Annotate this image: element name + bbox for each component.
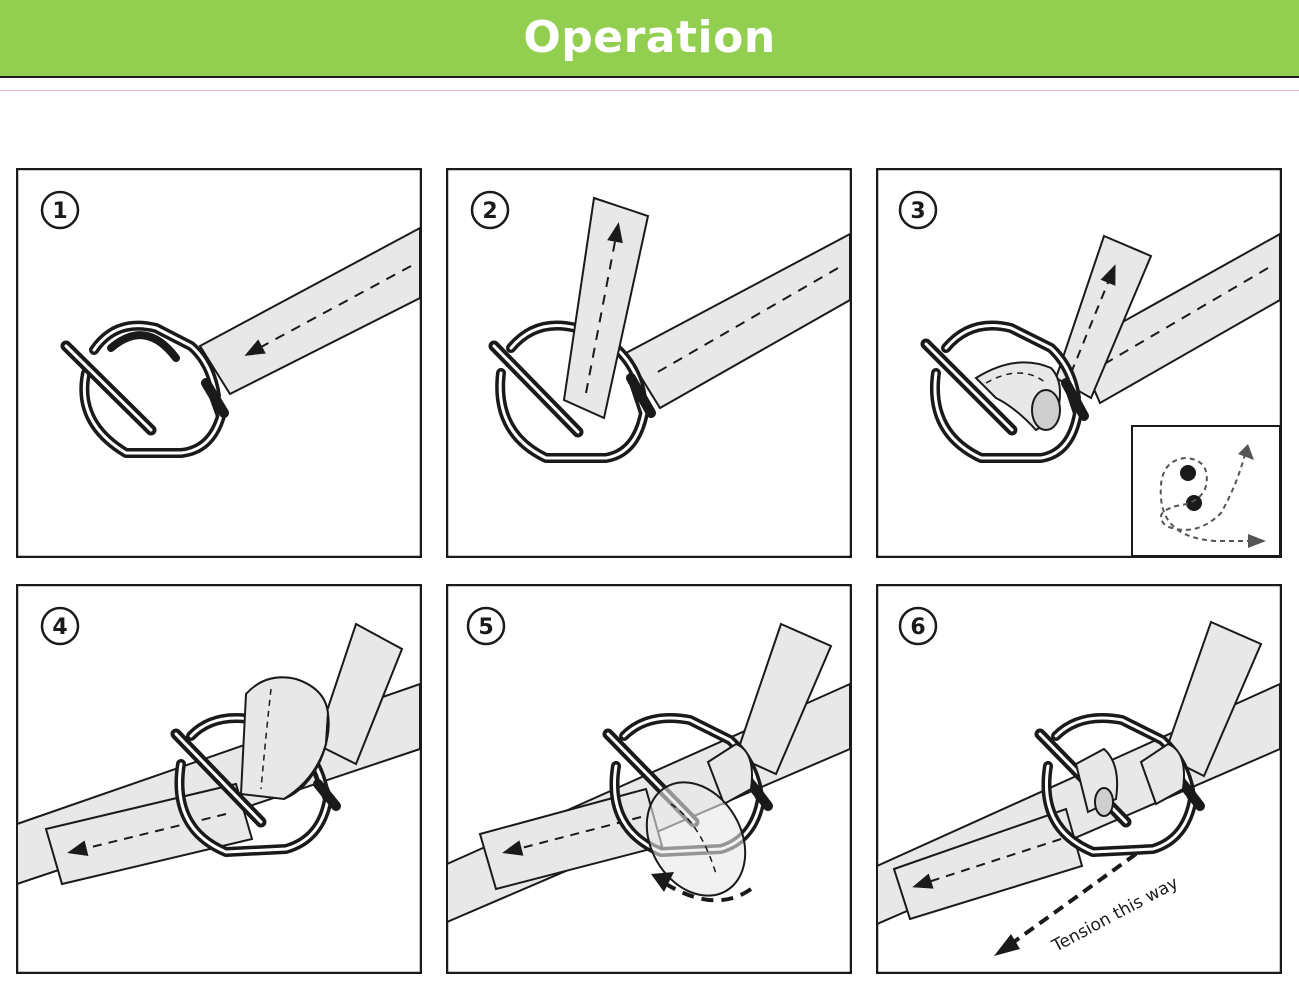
step-number-badge: 6 bbox=[898, 606, 938, 646]
step-number-badge: 4 bbox=[40, 606, 80, 646]
step-number: 2 bbox=[482, 199, 497, 224]
bar-dot-lower bbox=[1186, 495, 1202, 511]
step-number-badge: 2 bbox=[470, 190, 510, 230]
header-bar: Operation bbox=[0, 0, 1299, 78]
step-number: 3 bbox=[910, 199, 925, 224]
step-panel-2: 2 bbox=[446, 168, 852, 558]
step-panel-4: 4 bbox=[16, 584, 422, 974]
step-number-badge: 5 bbox=[466, 606, 506, 646]
step-number-badge: 3 bbox=[898, 190, 938, 230]
step-number: 6 bbox=[910, 615, 925, 640]
step-number-badge: 1 bbox=[40, 190, 80, 230]
buckle-icon bbox=[60, 320, 229, 458]
bar-dot-upper bbox=[1180, 465, 1196, 481]
page-title: Operation bbox=[523, 12, 776, 63]
step-panel-1: 1 bbox=[16, 168, 422, 558]
threading-inset bbox=[1131, 425, 1281, 557]
step-panel-3: 3 bbox=[876, 168, 1282, 558]
step-number: 1 bbox=[52, 199, 67, 224]
header-divider bbox=[0, 90, 1299, 91]
step-panel-5: 5 bbox=[446, 584, 852, 974]
buckle-icon bbox=[920, 320, 1083, 463]
step-number: 5 bbox=[478, 615, 493, 640]
step-number: 4 bbox=[52, 615, 67, 640]
step-panel-6: 6 Tension this way bbox=[876, 584, 1282, 974]
